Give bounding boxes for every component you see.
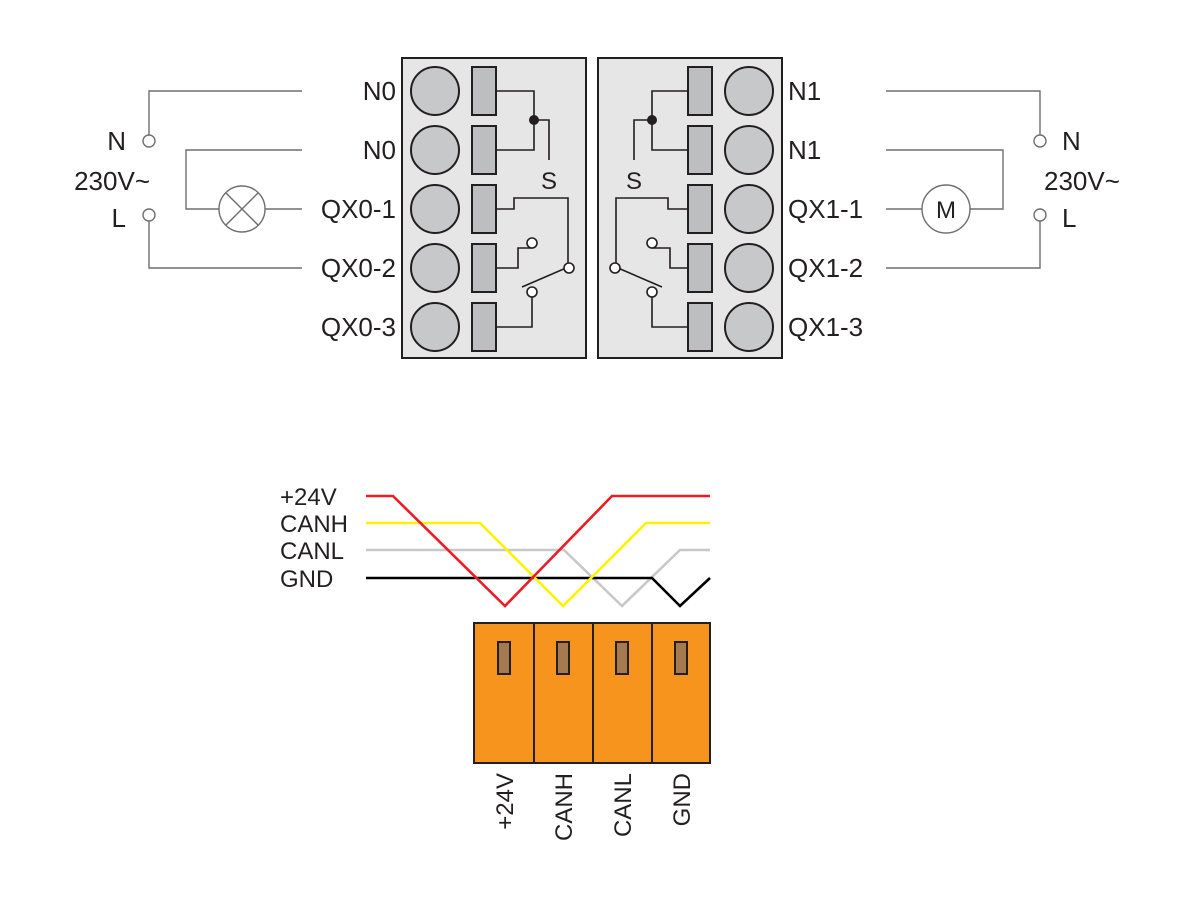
- connector-label: +24V: [492, 773, 519, 830]
- terminal-label: QX0-3: [321, 312, 396, 342]
- left-terminal-clamps: [471, 66, 497, 352]
- terminal-clamp: [687, 243, 713, 293]
- motor-icon: M: [921, 184, 971, 234]
- supply-l-label: L: [112, 203, 126, 233]
- junction-dot: [529, 115, 539, 125]
- connector-label: CANH: [551, 773, 578, 841]
- can-connector: [473, 622, 711, 764]
- terminal-screw[interactable]: [410, 243, 460, 293]
- terminal-label: N1: [788, 76, 821, 106]
- supply-l-terminal: [142, 208, 156, 222]
- right-terminal-block: S: [597, 57, 783, 359]
- connector-slot: [615, 641, 629, 675]
- supply-n-terminal: [1033, 134, 1047, 148]
- left-terminal-block: S: [401, 57, 587, 359]
- connector-slots: [497, 641, 688, 675]
- terminal-screw[interactable]: [724, 302, 774, 352]
- lamp-icon: [218, 185, 266, 233]
- supply-l-label: L: [1062, 203, 1076, 233]
- can-bus-wires: [366, 494, 711, 608]
- right-switch-label: S: [626, 168, 642, 195]
- wire-label: +24V: [280, 484, 337, 511]
- connector-slot: [497, 641, 511, 675]
- terminal-screw[interactable]: [724, 66, 774, 116]
- terminal-label: N1: [788, 135, 821, 165]
- terminal-clamp: [471, 66, 497, 116]
- supply-n-terminal: [142, 134, 156, 148]
- canh-wire: [366, 521, 710, 608]
- terminal-screw[interactable]: [410, 302, 460, 352]
- right-terminal-clamps: [687, 66, 713, 352]
- terminal-screw[interactable]: [724, 125, 774, 175]
- left-internal-wiring: [496, 90, 569, 328]
- wire-label: CANH: [280, 511, 348, 538]
- right-external-circuit: M N 230V~ L: [886, 90, 1120, 269]
- gnd-wire: [366, 576, 711, 608]
- can-bus-wire-labels: +24V CANH CANL GND: [280, 484, 348, 593]
- left-terminal-screws: [410, 66, 460, 352]
- terminal-label: QX1-2: [788, 253, 863, 283]
- terminal-screw[interactable]: [410, 184, 460, 234]
- plus24v-wire: [366, 494, 710, 608]
- terminal-screw[interactable]: [410, 125, 460, 175]
- supply-voltage-label: 230V~: [74, 166, 150, 196]
- terminal-clamp: [471, 184, 497, 234]
- connector-label: GND: [669, 773, 696, 826]
- junction-dot: [647, 115, 657, 125]
- terminal-screw[interactable]: [724, 184, 774, 234]
- terminal-clamp: [687, 302, 713, 352]
- wire-label: CANL: [280, 538, 344, 565]
- wire-label: GND: [280, 566, 333, 593]
- connector-label: CANL: [610, 773, 637, 837]
- terminal-clamp: [471, 125, 497, 175]
- terminal-label: QX1-3: [788, 312, 863, 342]
- terminal-screw[interactable]: [724, 243, 774, 293]
- canl-wire: [366, 548, 710, 608]
- terminal-clamp: [471, 302, 497, 352]
- connector-slot: [556, 641, 570, 675]
- supply-voltage-label: 230V~: [1044, 166, 1120, 196]
- left-switch-label: S: [541, 168, 557, 195]
- terminal-label: QX1-1: [788, 194, 863, 224]
- terminal-label: QX0-2: [321, 253, 396, 283]
- terminal-clamp: [687, 125, 713, 175]
- terminal-screw[interactable]: [410, 66, 460, 116]
- supply-l-terminal: [1033, 208, 1047, 222]
- right-terminal-labels: N1 N1 QX1-1 QX1-2 QX1-3: [788, 76, 863, 342]
- left-external-circuit: N 230V~ L: [74, 90, 302, 269]
- supply-n-label: N: [1062, 126, 1081, 156]
- terminal-clamp: [687, 66, 713, 116]
- terminal-label: N0: [363, 135, 396, 165]
- connector-slot: [674, 641, 688, 675]
- supply-n-label: N: [107, 126, 126, 156]
- switch-contacts: [526, 237, 575, 298]
- motor-label: M: [936, 197, 956, 224]
- terminal-label: N0: [363, 76, 396, 106]
- left-terminal-labels: N0 N0 QX0-1 QX0-2 QX0-3: [321, 76, 396, 342]
- switch-contacts: [609, 237, 658, 298]
- terminal-clamp: [471, 243, 497, 293]
- right-terminal-screws: [724, 66, 774, 352]
- terminal-label: QX0-1: [321, 194, 396, 224]
- terminal-clamp: [687, 184, 713, 234]
- connector-labels: +24V CANH CANL GND: [492, 773, 696, 841]
